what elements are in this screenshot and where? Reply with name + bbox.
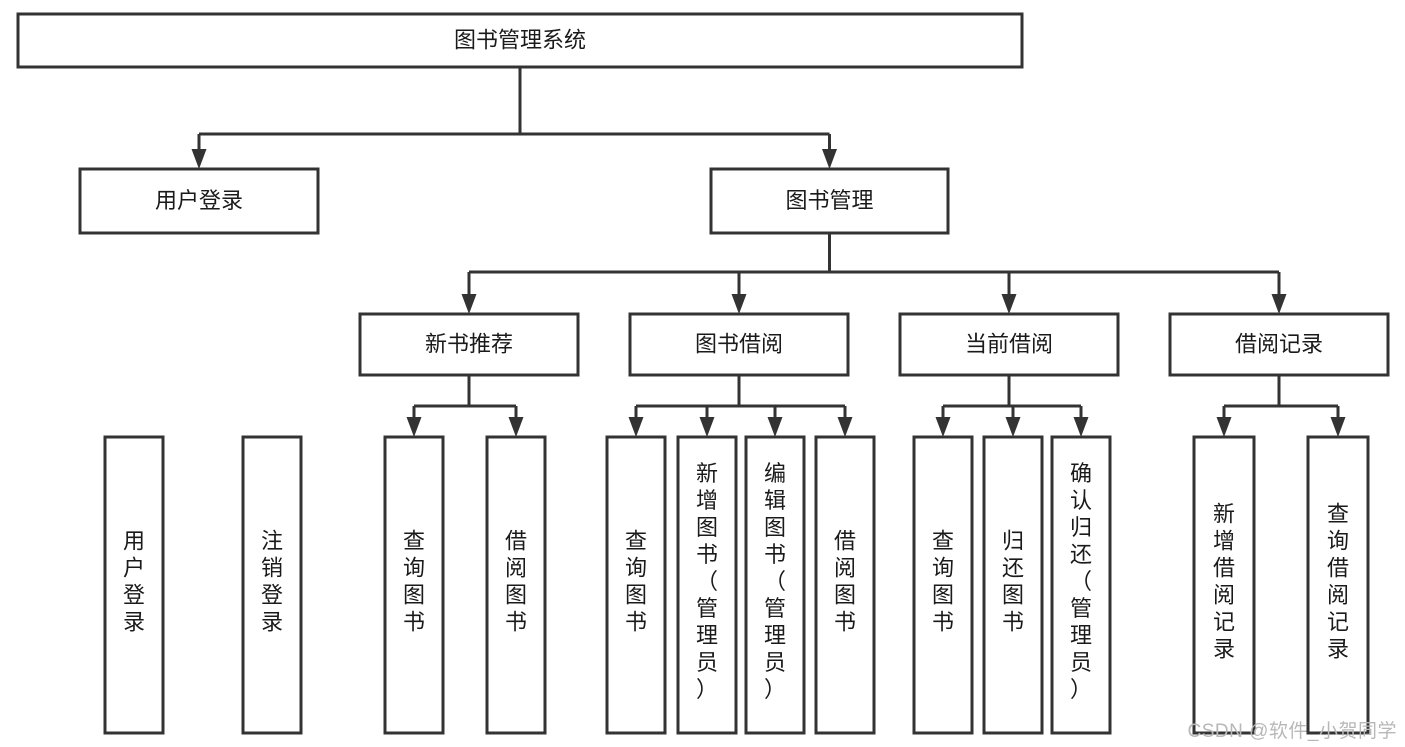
node-label: 查询图书: [625, 529, 647, 635]
node-leaf-user-login[interactable]: 用户登录: [103, 435, 165, 735]
node-label: 归还图书: [1002, 529, 1024, 635]
node-label: 新书推荐: [425, 331, 513, 356]
node-leaf-return-book[interactable]: 归还图书: [982, 435, 1044, 735]
node-label: 确认归还（管理员）: [1070, 461, 1092, 702]
node-label: 借阅图书: [834, 529, 856, 635]
node-leaf-borrow-book-br[interactable]: 借阅图书: [814, 435, 876, 735]
node-label: 编辑图书（管理员）: [764, 461, 786, 702]
node-label: 新增图书（管理员）: [696, 461, 718, 702]
node-user-login[interactable]: 用户登录: [78, 167, 320, 235]
node-label: 借阅记录: [1235, 331, 1323, 356]
node-leaf-add-record[interactable]: 新增借阅记录: [1192, 435, 1256, 735]
node-book-borrow[interactable]: 图书借阅: [628, 312, 850, 377]
csdn-watermark: CSDN @软件_小贺同学: [1187, 721, 1397, 742]
connector-group: [191, 67, 837, 169]
node-label: 查询图书: [932, 529, 954, 635]
node-label: 注销登录: [261, 529, 283, 635]
node-label: 查询借阅记录: [1327, 502, 1349, 662]
node-leaf-edit-book[interactable]: 编辑图书（管理员）: [744, 435, 806, 735]
node-leaf-add-book[interactable]: 新增图书（管理员）: [676, 435, 738, 735]
connector-group: [406, 375, 524, 437]
node-label: 新增借阅记录: [1213, 502, 1235, 662]
node-leaf-confirm-return[interactable]: 确认归还（管理员）: [1050, 435, 1112, 735]
node-leaf-query-record[interactable]: 查询借阅记录: [1306, 435, 1370, 735]
connector-group: [935, 375, 1089, 437]
node-leaf-query-book-rec[interactable]: 查询图书: [383, 435, 445, 735]
node-current-borrow[interactable]: 当前借阅: [898, 312, 1120, 377]
node-layer: 图书管理系统用户登录图书管理新书推荐图书借阅当前借阅借阅记录用户登录注销登录查询…: [16, 12, 1390, 735]
node-label: 图书管理: [785, 188, 873, 213]
connector-group: [461, 233, 1287, 314]
node-label: 用户登录: [123, 529, 145, 635]
node-label: 借阅图书: [505, 529, 527, 635]
node-label: 查询图书: [403, 529, 425, 635]
node-new-book-rec[interactable]: 新书推荐: [358, 312, 580, 377]
node-root[interactable]: 图书管理系统: [16, 12, 1024, 69]
connector-group: [1216, 375, 1346, 437]
node-label: 用户登录: [155, 188, 243, 213]
connector-group: [628, 375, 853, 437]
node-leaf-borrow-book-rec[interactable]: 借阅图书: [485, 435, 547, 735]
node-label: 图书管理系统: [454, 27, 586, 52]
node-borrow-record[interactable]: 借阅记录: [1168, 312, 1390, 377]
node-leaf-query-book-br[interactable]: 查询图书: [605, 435, 667, 735]
node-label: 图书借阅: [695, 331, 783, 356]
connector-layer: [191, 67, 1346, 437]
node-leaf-logout[interactable]: 注销登录: [241, 435, 303, 735]
node-label: 当前借阅: [965, 331, 1053, 356]
node-leaf-query-book-cb[interactable]: 查询图书: [912, 435, 974, 735]
node-book-manage[interactable]: 图书管理: [709, 167, 950, 235]
